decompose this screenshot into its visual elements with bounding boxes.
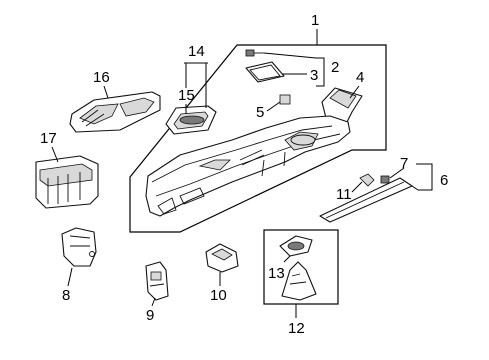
- clip-part-5: [279, 94, 291, 105]
- cupholder-insert-part: [165, 105, 217, 135]
- console-assembly-frame: [129, 44, 387, 233]
- side-cover-part: [61, 227, 97, 267]
- side-trim-strip: [319, 177, 413, 223]
- callout-5: 5: [256, 104, 264, 121]
- callout-8: 8: [62, 287, 70, 304]
- callout-4: 4: [356, 69, 364, 86]
- callout-6: 6: [440, 172, 448, 189]
- callout-14: 14: [188, 43, 205, 60]
- center-console-body: [145, 115, 351, 217]
- callout-9: 9: [146, 307, 154, 324]
- callout-2: 2: [331, 59, 339, 76]
- storage-bracket-part: [35, 155, 99, 209]
- callout-3: 3: [310, 67, 318, 84]
- shift-boot-frame: [263, 229, 339, 305]
- callout-12: 12: [288, 320, 305, 337]
- lid-panel-part: [245, 61, 285, 83]
- clip-part-11: [359, 173, 375, 187]
- fastener-part-7: [380, 175, 390, 184]
- mounting-bracket-10: [205, 243, 239, 273]
- mounting-bracket-9: [145, 261, 169, 301]
- callout-7: 7: [400, 155, 408, 172]
- callout-1: 1: [311, 12, 319, 29]
- cupholder-tray-part: [69, 91, 161, 133]
- callout-10: 10: [210, 287, 227, 304]
- screw-part: [245, 49, 264, 57]
- shift-boot-part: [279, 235, 317, 301]
- callout-13: 13: [268, 265, 285, 282]
- callout-16: 16: [93, 69, 110, 86]
- callout-17: 17: [40, 130, 57, 147]
- callout-11: 11: [336, 186, 352, 203]
- callout-15: 15: [178, 87, 195, 104]
